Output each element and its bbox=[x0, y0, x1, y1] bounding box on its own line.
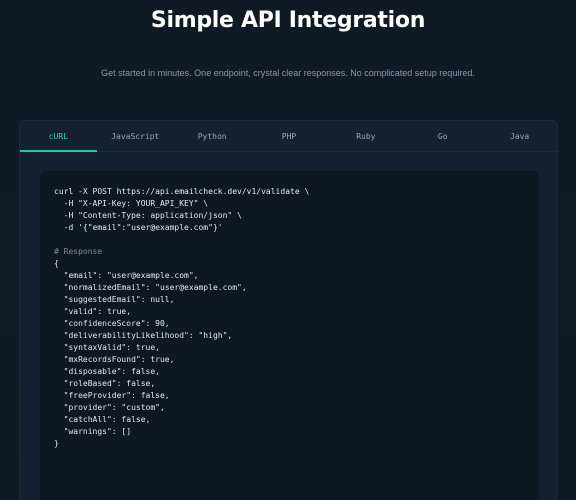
code-content: curl -X POST https://api.emailcheck.dev/… bbox=[54, 186, 309, 450]
response-line: "catchAll": false, bbox=[54, 415, 151, 424]
page-subtitle: Get started in minutes. One endpoint, cr… bbox=[101, 68, 475, 78]
response-line: "provider": "custom", bbox=[54, 403, 165, 412]
code-example-panel: cURL JavaScript Python PHP Ruby Go Java … bbox=[19, 120, 558, 500]
page-title: Simple API Integration bbox=[150, 8, 426, 33]
response-line: "suggestedEmail": null, bbox=[54, 295, 175, 304]
response-line: "confidenceScore": 90, bbox=[54, 319, 170, 328]
request-line: -d '{"email":"user@example.com"}' bbox=[54, 223, 223, 232]
response-line: "normalizedEmail": "user@example.com", bbox=[54, 283, 247, 292]
tab-javascript[interactable]: JavaScript bbox=[111, 131, 160, 141]
code-block: curl -X POST https://api.emailcheck.dev/… bbox=[40, 171, 539, 500]
response-line: "mxRecordsFound": true, bbox=[54, 355, 175, 364]
response-comment: # Response bbox=[54, 247, 103, 256]
request-line: curl -X POST https://api.emailcheck.dev/… bbox=[54, 187, 310, 196]
response-line: } bbox=[54, 439, 59, 448]
tab-curl[interactable]: cURL bbox=[20, 121, 97, 152]
language-tabs: cURL JavaScript Python PHP Ruby Go Java bbox=[20, 121, 558, 152]
tab-ruby[interactable]: Ruby bbox=[356, 131, 376, 141]
response-line: "syntaxValid": true, bbox=[54, 343, 160, 352]
response-line: { bbox=[54, 259, 59, 268]
request-line: -H "Content-Type: application/json" \ bbox=[54, 211, 242, 220]
response-line: "roleBased": false, bbox=[54, 379, 156, 388]
tab-python[interactable]: Python bbox=[197, 131, 227, 141]
response-line: "freeProvider": false, bbox=[54, 391, 170, 400]
response-line: "warnings": [] bbox=[54, 427, 132, 436]
tab-java[interactable]: Java bbox=[509, 131, 530, 141]
tab-php[interactable]: PHP bbox=[281, 131, 297, 141]
response-line: "email": "user@example.com", bbox=[54, 271, 199, 280]
response-line: "disposable": false, bbox=[54, 367, 160, 376]
tab-go[interactable]: Go bbox=[437, 131, 448, 141]
response-line: "valid": true, bbox=[54, 307, 132, 316]
request-line: -H "X-API-Key: YOUR_API_KEY" \ bbox=[54, 199, 209, 208]
response-line: "deliverabilityLikelihood": "high", bbox=[54, 331, 233, 340]
